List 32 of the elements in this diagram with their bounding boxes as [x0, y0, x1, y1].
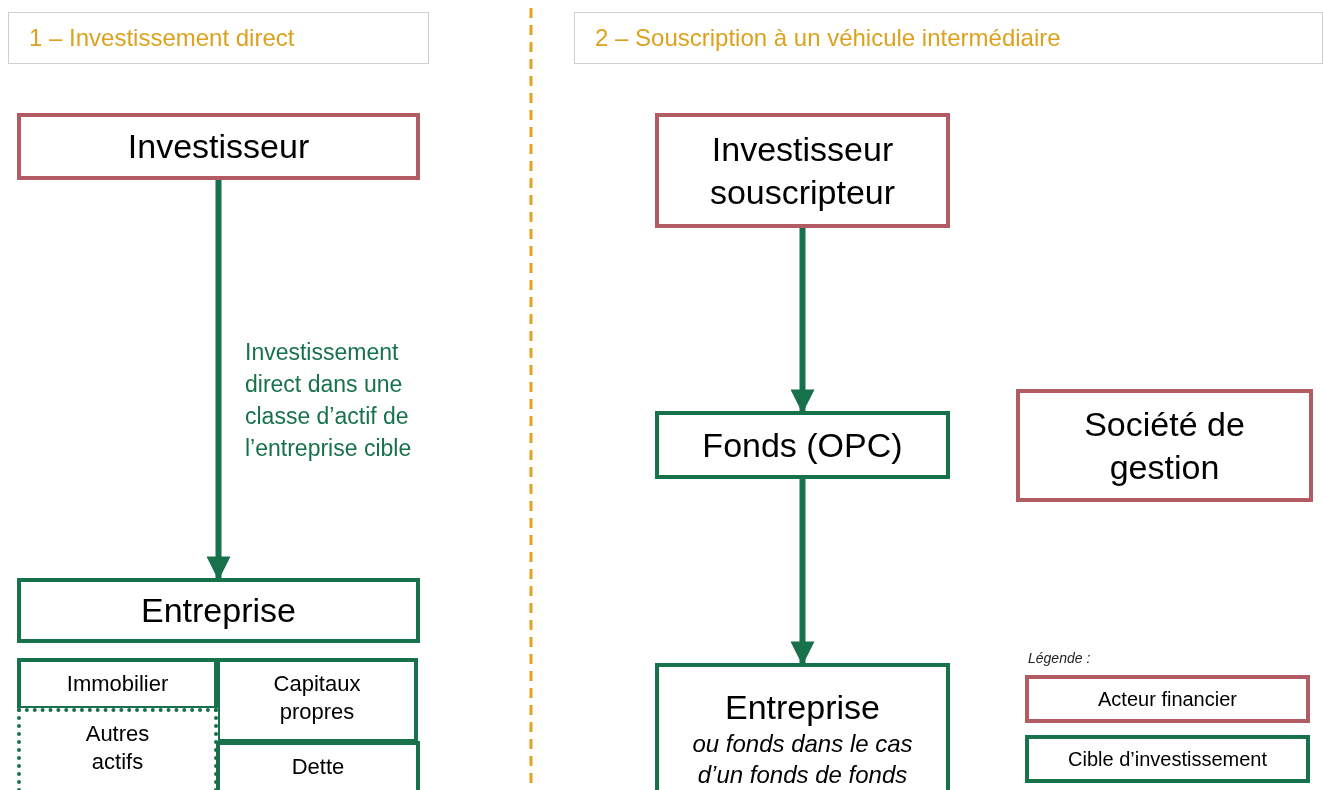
node-title: 2 – Souscription à un véhicule intermédiaire [595, 23, 1061, 53]
node-title: Entreprise [141, 590, 296, 632]
target-box [17, 578, 420, 643]
edge-label: Investissement direct dans une classe d’actif de l’entreprise cible [245, 338, 413, 463]
node-title: Capitaux propres [272, 670, 362, 725]
legend-item: Acteur financier [1025, 675, 1310, 723]
actor-box [17, 113, 420, 180]
section-header [574, 12, 1323, 64]
target-box [655, 411, 950, 479]
target-box [655, 663, 950, 790]
node-title: Immobilier [66, 670, 169, 698]
legend-title: Légende : [1028, 649, 1091, 668]
node-title: Entreprise [725, 686, 880, 728]
actor-box [655, 113, 950, 228]
asset-cell [17, 708, 218, 790]
arrow [790, 228, 815, 414]
node-title: Investisseur souscripteur [708, 129, 897, 213]
actor-box [1016, 389, 1313, 502]
section-header [8, 12, 429, 64]
arrow [790, 479, 815, 666]
node-title: Société de gestion [1083, 404, 1246, 488]
node-title: Investisseur [127, 126, 310, 168]
legend-item: Cible d’investissement [1025, 735, 1310, 783]
node-title: 1 – Investissement direct [29, 23, 295, 53]
node-subtitle: ou fonds dans le cas d’un fonds de fonds [691, 729, 914, 790]
node-title: Dette [291, 753, 345, 781]
asset-cell [216, 741, 420, 790]
asset-cell [216, 658, 418, 743]
asset-cell [17, 658, 218, 710]
arrow [206, 180, 231, 581]
node-title: Fonds (OPC) [702, 424, 903, 466]
node-title: Autres actifs [84, 720, 151, 775]
